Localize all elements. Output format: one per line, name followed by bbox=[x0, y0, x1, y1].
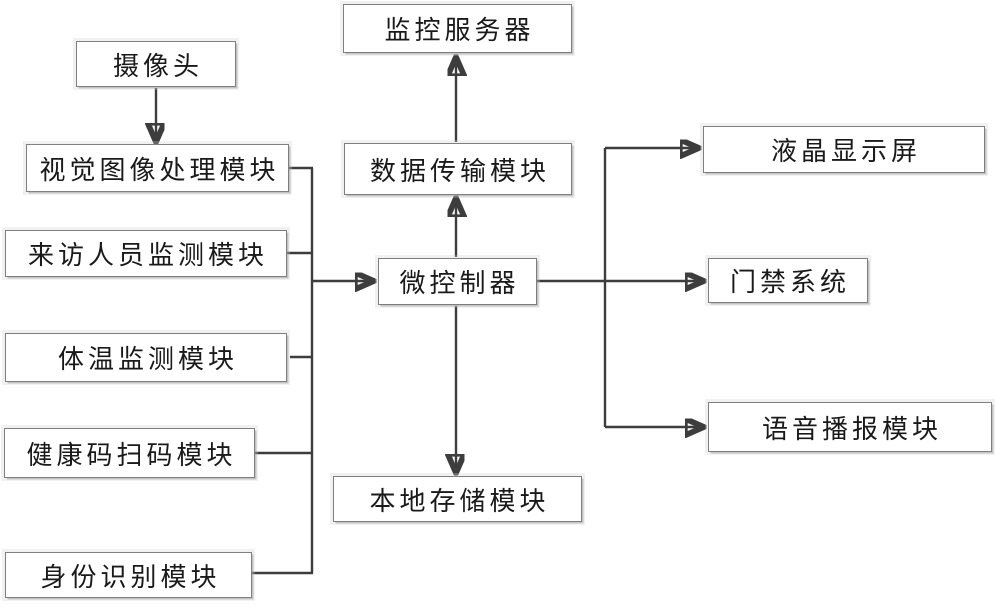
node-microcontroller-label: 微控制器 bbox=[399, 269, 520, 299]
node-visitor-monitoring-label: 来访人员监测模块 bbox=[27, 241, 268, 271]
node-identity-recognition: 身份识别模块 bbox=[5, 552, 252, 598]
node-visitor-monitoring: 来访人员监测模块 bbox=[5, 230, 287, 277]
node-access-control-label: 门禁系统 bbox=[729, 268, 850, 298]
node-voice-broadcast-label: 语音播报模块 bbox=[761, 414, 942, 445]
node-data-transmission-label: 数据传输模块 bbox=[369, 156, 550, 187]
node-visual-processing: 视觉图像处理模块 bbox=[26, 144, 289, 192]
node-health-code-scanning-label: 健康码扫码模块 bbox=[26, 440, 237, 471]
node-visual-processing-label: 视觉图像处理模块 bbox=[39, 155, 280, 186]
edge-left-modules-bus bbox=[252, 166, 314, 575]
node-identity-recognition-label: 身份识别模块 bbox=[40, 562, 221, 593]
node-lcd-display: 液晶显示屏 bbox=[703, 126, 985, 173]
node-camera: 摄像头 bbox=[76, 41, 236, 87]
node-data-transmission: 数据传输模块 bbox=[344, 143, 572, 195]
node-access-control: 门禁系统 bbox=[708, 258, 868, 303]
node-temperature-monitoring-label: 体温监测模块 bbox=[57, 345, 238, 375]
node-lcd-display-label: 液晶显示屏 bbox=[770, 137, 921, 167]
node-camera-label: 摄像头 bbox=[112, 51, 203, 82]
node-monitor-server: 监控服务器 bbox=[343, 4, 572, 53]
node-temperature-monitoring: 体温监测模块 bbox=[5, 333, 287, 382]
node-microcontroller: 微控制器 bbox=[378, 258, 537, 305]
node-monitor-server-label: 监控服务器 bbox=[384, 16, 535, 46]
node-health-code-scanning: 健康码扫码模块 bbox=[4, 428, 255, 478]
node-local-storage-label: 本地存储模块 bbox=[369, 486, 550, 517]
node-local-storage: 本地存储模块 bbox=[333, 476, 582, 522]
node-voice-broadcast: 语音播报模块 bbox=[708, 402, 992, 452]
